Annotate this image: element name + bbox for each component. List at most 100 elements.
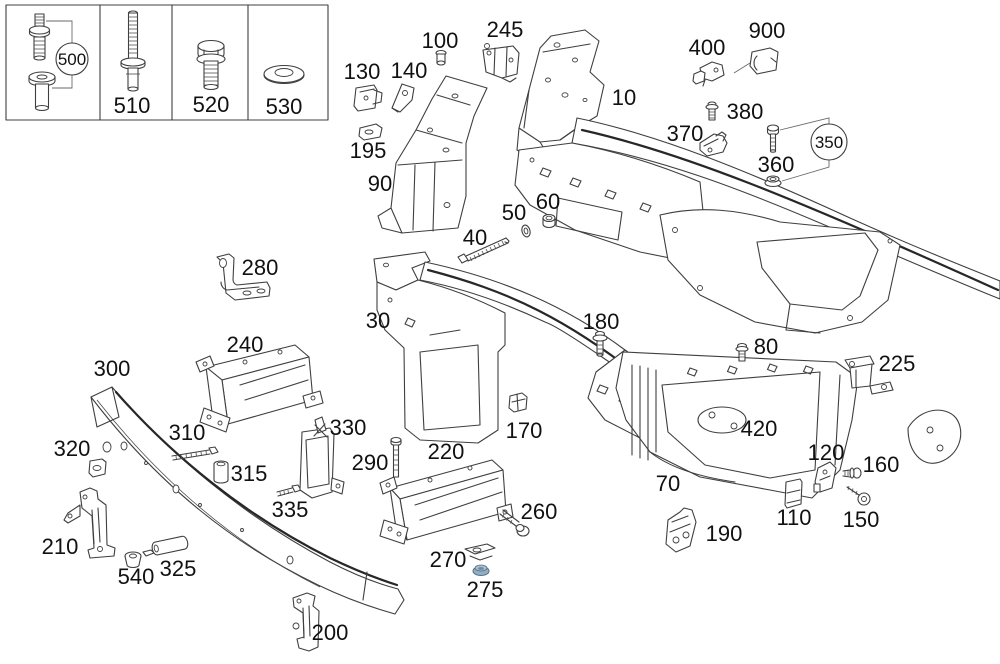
part-90-drawing bbox=[377, 75, 488, 234]
part-label-225: 225 bbox=[879, 351, 916, 376]
part-label-260: 260 bbox=[521, 499, 558, 524]
part-label-530: 530 bbox=[266, 94, 303, 119]
part-label-90: 90 bbox=[368, 171, 392, 196]
part-label-540: 540 bbox=[118, 564, 155, 589]
circled-callout-500 bbox=[55, 42, 89, 76]
part-label-100: 100 bbox=[422, 28, 459, 53]
part-225-bracket-icon bbox=[844, 355, 894, 395]
rivet-bolt-icon bbox=[120, 10, 146, 92]
part-label-170: 170 bbox=[506, 418, 543, 443]
part-label-280: 280 bbox=[242, 255, 279, 280]
part-label-335: 335 bbox=[272, 497, 309, 522]
part-270-plate-icon bbox=[464, 543, 496, 561]
part-label-320: 320 bbox=[54, 436, 91, 461]
part-label-50: 50 bbox=[502, 200, 526, 225]
part-540-grommet-icon bbox=[124, 549, 155, 569]
part-420-panel bbox=[661, 371, 821, 479]
part-label-300: 300 bbox=[94, 356, 131, 381]
part-label-160: 160 bbox=[863, 452, 900, 477]
part-110-bracket-icon bbox=[784, 478, 803, 509]
part-label-30: 30 bbox=[366, 308, 390, 333]
part-label-80: 80 bbox=[754, 334, 778, 359]
part-60-nut-icon bbox=[542, 213, 556, 229]
part-190-bracket-icon bbox=[665, 507, 697, 553]
part-370-clip-icon bbox=[699, 131, 728, 157]
part-80-screw-icon bbox=[735, 342, 749, 362]
part-315-sleeve-icon bbox=[213, 460, 229, 484]
part-label-290: 290 bbox=[352, 450, 389, 475]
part-360-bolt-and-nut-icon bbox=[764, 124, 782, 188]
part-label-60: 60 bbox=[536, 189, 560, 214]
part-label-380: 380 bbox=[727, 99, 764, 124]
part-label-150: 150 bbox=[843, 507, 880, 532]
part-label-360: 360 bbox=[758, 152, 795, 177]
part-label-315: 315 bbox=[231, 461, 268, 486]
part-120-bracket-icon bbox=[813, 461, 837, 493]
part-label-370: 370 bbox=[667, 121, 704, 146]
part-330-plate-icon bbox=[299, 416, 345, 499]
hex-flange-bolt-icon bbox=[196, 39, 226, 91]
part-label-240: 240 bbox=[227, 332, 264, 357]
part-label-190: 190 bbox=[706, 521, 743, 546]
part-260-bolt-icon bbox=[499, 509, 530, 537]
part-label-140: 140 bbox=[391, 58, 428, 83]
part-label-70: 70 bbox=[656, 471, 680, 496]
part-300-drawing bbox=[90, 386, 405, 615]
part-label-500: 500 bbox=[58, 50, 86, 69]
part-label-510: 510 bbox=[114, 93, 151, 118]
part-label-10: 10 bbox=[612, 85, 636, 110]
part-290-bolt-icon bbox=[390, 436, 402, 478]
part-210-bracket-icon bbox=[63, 487, 116, 559]
part-label-200: 200 bbox=[312, 620, 349, 645]
part-label-130: 130 bbox=[344, 59, 381, 84]
part-label-220: 220 bbox=[428, 439, 465, 464]
part-160-screw-icon bbox=[842, 467, 862, 479]
part-label-245: 245 bbox=[487, 17, 524, 42]
part-325-sleeve-icon bbox=[151, 535, 189, 556]
part-150-screw-icon bbox=[846, 485, 871, 506]
part-label-120: 120 bbox=[808, 440, 845, 465]
part-335-screw-icon bbox=[276, 484, 302, 497]
part-50-washer-icon bbox=[521, 224, 531, 238]
part-310-screw-icon bbox=[171, 446, 219, 461]
part-320-nut-icon bbox=[88, 458, 107, 478]
part-195-clip-icon bbox=[358, 123, 383, 141]
part-label-195: 195 bbox=[350, 138, 387, 163]
part-130-bracket-icon bbox=[353, 84, 383, 112]
part-280-bracket-icon bbox=[216, 253, 271, 301]
part-100-screw-icon bbox=[435, 49, 447, 66]
part-label-325: 325 bbox=[160, 556, 197, 581]
part-label-420: 420 bbox=[741, 416, 778, 441]
part-245-bracket-icon bbox=[482, 43, 520, 83]
part-70-drawing bbox=[615, 351, 962, 499]
part-140-bracket-icon bbox=[391, 83, 415, 113]
part-400-connector-icon bbox=[692, 61, 725, 87]
stud-and-sleeve-icon bbox=[28, 13, 73, 112]
part-label-900: 900 bbox=[749, 18, 786, 43]
fastener-legend: 500 510 520 53 bbox=[5, 4, 329, 121]
part-200-bracket-icon bbox=[292, 592, 320, 652]
circled-callout-350: 350 bbox=[779, 117, 848, 182]
washer-icon bbox=[263, 64, 305, 85]
part-label-110: 110 bbox=[776, 505, 811, 530]
part-label-210: 210 bbox=[42, 534, 79, 559]
part-275-cap-icon bbox=[472, 564, 490, 576]
part-180-screw-icon bbox=[592, 330, 608, 357]
part-label-180: 180 bbox=[583, 309, 620, 334]
part-900-wedge-icon bbox=[733, 47, 779, 75]
part-170-clip-icon bbox=[508, 392, 528, 413]
part-label-310: 310 bbox=[169, 420, 206, 445]
part-label-330: 330 bbox=[330, 415, 367, 440]
part-label-520: 520 bbox=[193, 92, 230, 117]
part-380-screw-icon bbox=[705, 101, 719, 121]
part-40-screw-icon bbox=[457, 237, 510, 264]
part-240-drawing bbox=[195, 344, 324, 433]
part-label-270: 270 bbox=[430, 547, 467, 572]
part-label-275: 275 bbox=[467, 577, 504, 602]
part-220-drawing bbox=[379, 459, 514, 545]
part-10-drawing bbox=[514, 29, 1000, 334]
part-label-350: 350 bbox=[815, 133, 843, 152]
part-label-40: 40 bbox=[463, 225, 487, 250]
